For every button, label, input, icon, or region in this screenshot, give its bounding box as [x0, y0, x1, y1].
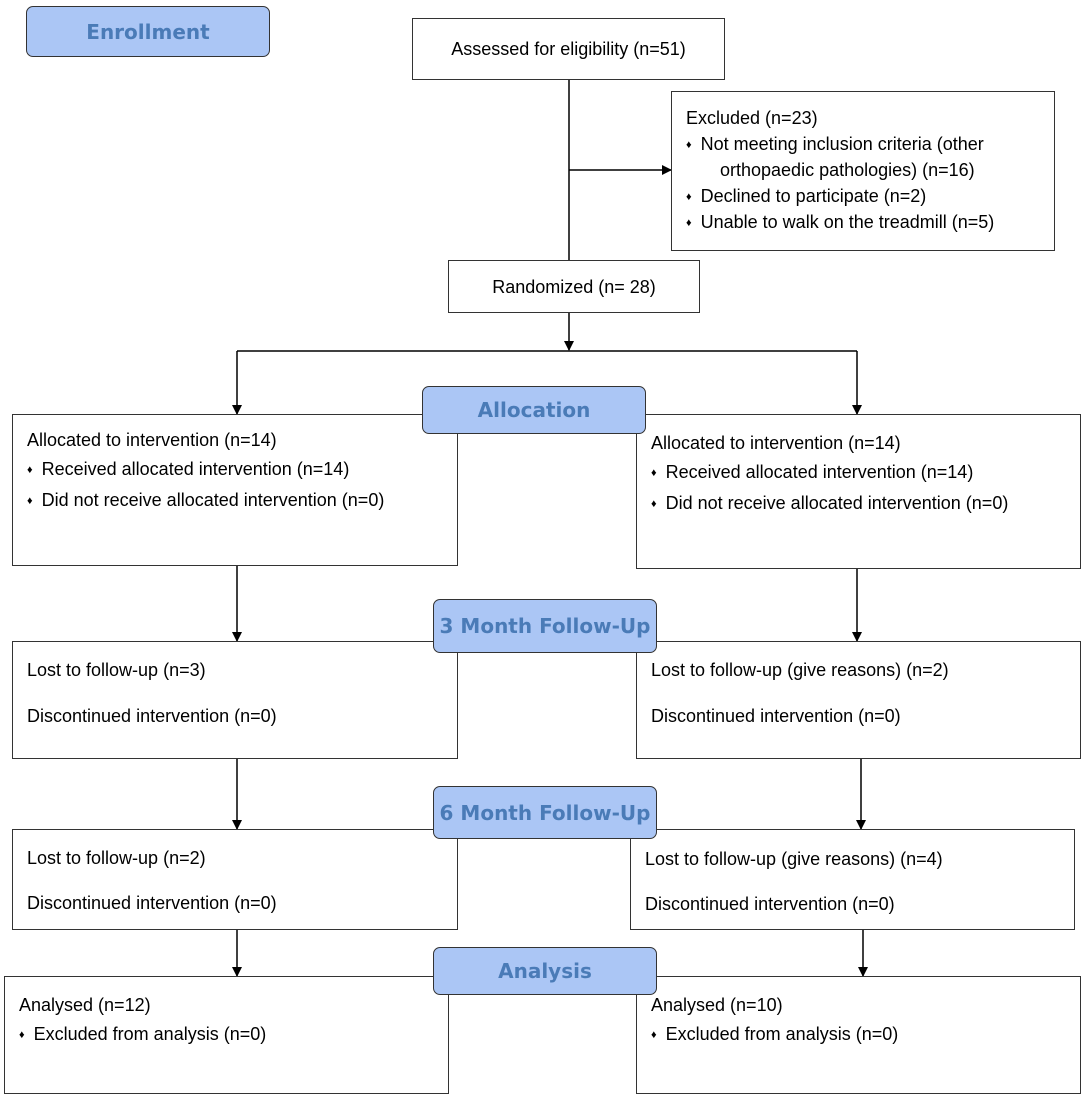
excluded-item: Declined to participate (n=2) — [686, 184, 927, 211]
excluded-item-continued: orthopaedic pathologies) (n=16) — [720, 160, 975, 180]
followup6-left-discontinued: Discontinued intervention (n=0) — [27, 893, 277, 913]
allocation-right-item: Received allocated intervention (n=14) — [651, 460, 974, 487]
excluded-item: Unable to walk on the treadmill (n=5) — [686, 210, 995, 237]
followup6-left-box: Lost to follow-up (n=2) Discontinued int… — [12, 829, 458, 930]
followup3-right-box: Lost to follow-up (give reasons) (n=2) D… — [636, 641, 1081, 759]
stage-allocation-label: Allocation — [477, 398, 591, 422]
followup6-left-lost: Lost to follow-up (n=2) — [27, 848, 206, 868]
stage-followup3-label: 3 Month Follow-Up — [439, 614, 651, 638]
randomized-text: Randomized (n= 28) — [492, 276, 656, 297]
assessed-text: Assessed for eligibility (n=51) — [451, 39, 686, 59]
allocation-left-item: Received allocated intervention (n=14) — [27, 457, 350, 484]
assessed-box: Assessed for eligibility (n=51) — [412, 18, 725, 80]
followup6-right-discontinued: Discontinued intervention (n=0) — [645, 894, 895, 914]
analysis-right-box: Analysed (n=10) Excluded from analysis (… — [636, 976, 1081, 1094]
stage-analysis-label: Analysis — [498, 959, 592, 983]
analysis-right-item: Excluded from analysis (n=0) — [651, 1022, 899, 1049]
allocation-left-title: Allocated to intervention (n=14) — [27, 430, 277, 450]
stage-enrollment: Enrollment — [26, 6, 270, 57]
analysis-right-title: Analysed (n=10) — [651, 995, 783, 1015]
stage-analysis: Analysis — [433, 947, 657, 995]
allocation-left-box: Allocated to intervention (n=14) Receive… — [12, 414, 458, 566]
stage-enrollment-label: Enrollment — [86, 19, 210, 44]
stage-followup6: 6 Month Follow-Up — [433, 786, 657, 839]
allocation-right-title: Allocated to intervention (n=14) — [651, 433, 901, 453]
stage-followup3: 3 Month Follow-Up — [433, 599, 657, 653]
excluded-box: Excluded (n=23) Not meeting inclusion cr… — [671, 91, 1055, 251]
followup3-right-lost: Lost to follow-up (give reasons) (n=2) — [651, 660, 949, 680]
allocation-right-item: Did not receive allocated intervention (… — [651, 491, 1009, 518]
followup3-left-box: Lost to follow-up (n=3) Discontinued int… — [12, 641, 458, 759]
allocation-right-box: Allocated to intervention (n=14) Receive… — [636, 414, 1081, 569]
followup3-left-discontinued: Discontinued intervention (n=0) — [27, 706, 277, 726]
stage-allocation: Allocation — [422, 386, 646, 434]
followup3-right-discontinued: Discontinued intervention (n=0) — [651, 706, 901, 726]
followup3-left-lost: Lost to follow-up (n=3) — [27, 660, 206, 680]
followup6-right-box: Lost to follow-up (give reasons) (n=4) D… — [630, 829, 1075, 930]
followup6-right-lost: Lost to follow-up (give reasons) (n=4) — [645, 849, 943, 869]
analysis-left-title: Analysed (n=12) — [19, 995, 151, 1015]
analysis-left-box: Analysed (n=12) Excluded from analysis (… — [4, 976, 449, 1094]
stage-followup6-label: 6 Month Follow-Up — [439, 800, 651, 825]
analysis-left-item: Excluded from analysis (n=0) — [19, 1022, 267, 1049]
excluded-title: Excluded (n=23) — [686, 108, 818, 128]
randomized-box: Randomized (n= 28) — [448, 260, 700, 313]
excluded-item: Not meeting inclusion criteria (other — [686, 132, 984, 159]
allocation-left-item: Did not receive allocated intervention (… — [27, 488, 385, 515]
